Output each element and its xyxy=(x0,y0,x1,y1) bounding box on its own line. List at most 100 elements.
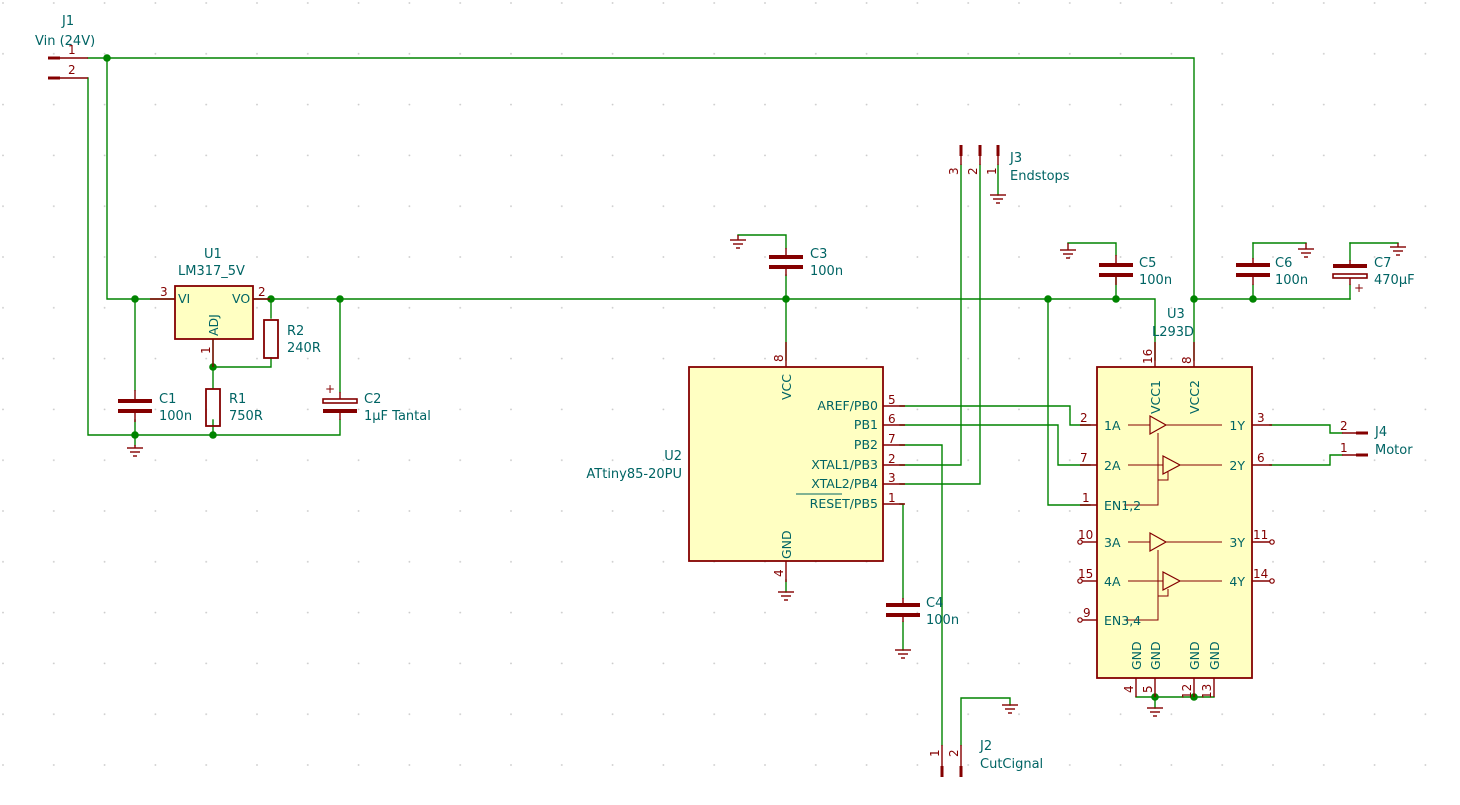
j1-pin2-number: 2 xyxy=(68,63,76,77)
j2-ref: J2 xyxy=(979,739,992,754)
u3-pin-4a: 4A xyxy=(1104,574,1121,589)
wire-pb1-2a xyxy=(899,424,1091,466)
wire-c5-gnd xyxy=(1067,242,1117,256)
ground-icon xyxy=(127,445,143,457)
u3-pin-1a-number: 2 xyxy=(1080,411,1088,425)
capacitor-c4: C4 100n xyxy=(886,596,959,628)
c6-ref: C6 xyxy=(1275,256,1292,271)
u3-pin-2a: 2A xyxy=(1104,458,1121,473)
u3-pin-4y-number: 14 xyxy=(1253,567,1268,581)
wire-r2-bottom xyxy=(212,357,272,368)
u3-pin-3a: 3A xyxy=(1104,535,1121,550)
c4-value: 100n xyxy=(926,613,959,628)
ground-symbols xyxy=(127,194,1406,717)
u2-pin-gnd: GND xyxy=(779,530,794,559)
wire-c3-gnd xyxy=(737,234,787,249)
u3-ref: U3 xyxy=(1167,307,1185,322)
j1-value: Vin (24V) xyxy=(35,34,95,49)
capacitor-c5: C5 100n xyxy=(1099,255,1172,288)
capacitor-c1: C1 100n xyxy=(118,390,192,424)
u3-pin-vcc2: VCC2 xyxy=(1187,380,1202,414)
u1-ref: U1 xyxy=(204,247,222,262)
r2-value: 240R xyxy=(287,341,321,356)
u3-pin-gnd-4: GND xyxy=(1129,641,1144,670)
u3-pin-2a-number: 7 xyxy=(1080,451,1088,465)
u2-pin-pb4: XTAL2/PB4 xyxy=(811,476,878,491)
u3-pin-gnd4-number: 4 xyxy=(1122,685,1136,693)
u2-pin-vcc: VCC xyxy=(779,374,794,400)
u3-pin-en34: EN3,4 xyxy=(1104,613,1141,628)
j1-pin1-number: 1 xyxy=(68,43,76,57)
u1-pin-vi-number: 3 xyxy=(160,285,168,299)
regulator-u1: VI VO ADJ 3 2 1 U1 LM317_5V xyxy=(150,247,270,367)
capacitor-c7: + C7 470µF xyxy=(1332,256,1415,295)
u3-pin-gnd-5: GND xyxy=(1148,641,1163,670)
r2-ref: R2 xyxy=(287,324,304,339)
driver-u3: VCC1 VCC2 1A 2A EN1,2 3A 4A EN3,4 1Y 2Y … xyxy=(1077,307,1275,699)
c3-value: 100n xyxy=(810,264,843,279)
u1-pin-vi: VI xyxy=(178,291,190,306)
u3-pin-gnd13-number: 13 xyxy=(1200,684,1214,699)
u2-pin-pb1-number: 6 xyxy=(888,412,896,426)
j3-value: Endstops xyxy=(1010,169,1070,184)
j3-pin1-number: 1 xyxy=(985,167,999,175)
j4-pin1-number: 1 xyxy=(1340,441,1348,455)
u2-pin-pb1: PB1 xyxy=(854,417,878,432)
c5-ref: C5 xyxy=(1139,256,1156,271)
ground-icon xyxy=(1298,243,1314,258)
wire-2y-motor xyxy=(1269,454,1343,466)
j3-pin2-number: 2 xyxy=(966,167,980,175)
resistor-r1: R1 750R xyxy=(205,388,263,427)
j2-pin1-number: 1 xyxy=(928,749,942,757)
buffer-2-icon xyxy=(1128,433,1222,481)
c3-ref: C3 xyxy=(810,247,827,262)
c7-polarity: + xyxy=(1354,281,1364,295)
ground-icon xyxy=(1147,707,1163,717)
j1-ref: J1 xyxy=(61,14,74,29)
u3-pin-2y-number: 6 xyxy=(1257,451,1265,465)
u3-pin-vcc1-number: 16 xyxy=(1141,349,1155,364)
connector-j1: 1 2 J1 Vin (24V) xyxy=(35,14,95,80)
u3-pin-3a-number: 10 xyxy=(1078,528,1093,542)
u2-pin-pb5: RESET/PB5 xyxy=(810,496,878,511)
ground-icon xyxy=(730,235,746,249)
u2-pin-pb3-number: 2 xyxy=(888,452,896,466)
u2-pin-pb2: PB2 xyxy=(854,437,878,452)
u3-pin-vcc1: VCC1 xyxy=(1148,380,1163,414)
capacitor-c6: C6 100n xyxy=(1236,256,1308,288)
j4-pin2-number: 2 xyxy=(1340,419,1348,433)
u3-pin-en34-number: 9 xyxy=(1083,606,1091,620)
c2-ref: C2 xyxy=(364,392,381,407)
c1-ref: C1 xyxy=(159,392,176,407)
u2-pin-gnd-number: 4 xyxy=(772,569,786,577)
j3-ref: J3 xyxy=(1009,151,1022,166)
u3-value: L293D xyxy=(1152,325,1194,340)
u3-pin-en12: EN1,2 xyxy=(1104,498,1141,513)
u3-pin-gnd-12: GND xyxy=(1187,641,1202,670)
u3-pin-en12-number: 1 xyxy=(1082,491,1090,505)
wire-5v-rail xyxy=(252,298,1156,361)
j4-value: Motor xyxy=(1375,443,1413,458)
u3-pin-1a: 1A xyxy=(1104,418,1121,433)
c1-value: 100n xyxy=(159,409,192,424)
c4-ref: C4 xyxy=(926,596,943,611)
ground-icon xyxy=(1002,704,1018,714)
u2-pin-pb3: XTAL1/PB3 xyxy=(811,457,878,472)
ground-icon xyxy=(990,194,1006,204)
ground-icon xyxy=(778,591,794,601)
c5-value: 100n xyxy=(1139,273,1172,288)
buffer-4-icon xyxy=(1124,550,1222,621)
mcu-u2: VCC GND AREF/PB0 PB1 PB2 XTAL1/PB3 XTAL2… xyxy=(586,342,905,582)
u3-pin-gnd5-number: 5 xyxy=(1141,685,1155,693)
u1-pin-adj-number: 1 xyxy=(199,346,213,354)
connector-j3: 3 2 1 J3 Endstops xyxy=(947,145,1070,184)
u2-value: ATtiny85-20PU xyxy=(586,467,682,482)
u3-pin-gnd12-number: 12 xyxy=(1180,684,1194,699)
wire-1y-motor xyxy=(1269,424,1343,434)
u3-pin-1y-number: 3 xyxy=(1257,411,1265,425)
u3-pin-1y: 1Y xyxy=(1229,418,1245,433)
c2-polarity: + xyxy=(325,382,335,396)
u1-pin-vo-number: 2 xyxy=(258,285,266,299)
c7-value: 470µF xyxy=(1374,273,1415,288)
